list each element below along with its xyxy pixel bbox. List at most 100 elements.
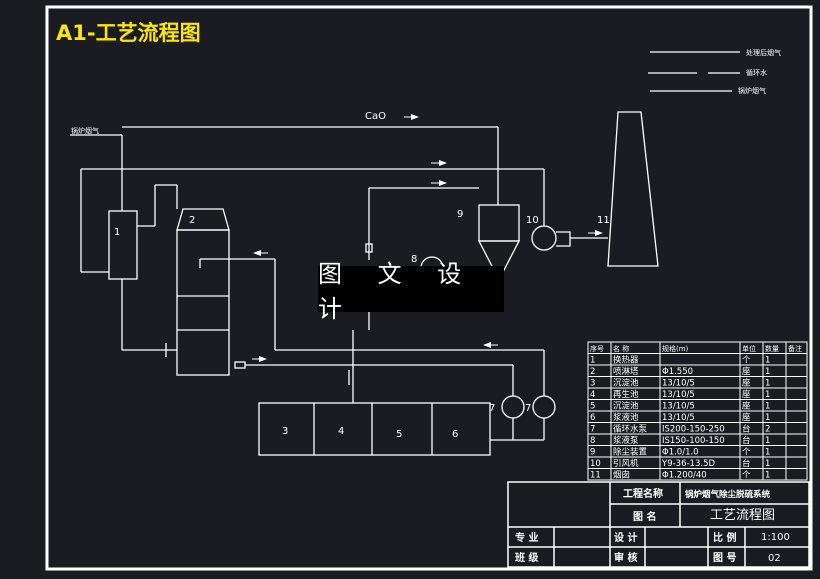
legend-label: 循环水: [746, 68, 767, 77]
table-cell: 烟囱: [613, 470, 630, 481]
legend-label: 处理后烟气: [746, 48, 781, 57]
table-cell: Φ1.0/1.0: [662, 448, 699, 458]
induced-fan: [531, 225, 557, 251]
table-cell: 1: [765, 448, 770, 458]
equipment-number: 7: [489, 403, 495, 414]
drawing-title: A1-工艺流程图: [56, 21, 201, 45]
number-value: 02: [768, 553, 781, 564]
table-cell: 1: [765, 402, 770, 412]
equipment-number: 9: [457, 209, 463, 220]
flow-arrows: [252, 114, 603, 362]
table-cell: 1: [590, 356, 595, 366]
table-cell: 浆液池: [613, 412, 639, 423]
table-cell: Y9-36-13.5D: [661, 459, 715, 469]
table-header-cell: 单位: [742, 344, 756, 353]
table-cell: 1: [765, 471, 770, 481]
scale-value: 1:100: [761, 532, 790, 543]
table-cell: 换热器: [613, 355, 639, 366]
equipment-number: 3: [282, 426, 288, 437]
table-cell: 台: [742, 424, 751, 435]
table-cell: 座: [742, 389, 751, 400]
table-header-cell: 备注: [788, 344, 802, 353]
legend-label: 锅炉烟气: [738, 86, 766, 95]
spray-tower: [176, 208, 230, 231]
table-cell: 1: [765, 390, 770, 400]
chimney: [607, 111, 659, 267]
major-label: 专 业: [515, 531, 538, 544]
table-cell: 座: [742, 401, 751, 412]
watermark-banner: 图 文 设 计: [318, 260, 504, 323]
table-cell: 个: [742, 356, 751, 366]
equipment-number: 2: [189, 215, 195, 226]
table-header-cell: 序号: [590, 344, 604, 353]
table-cell: 8: [590, 436, 595, 446]
equipment-number: 10: [526, 215, 539, 226]
legend-lines: [648, 51, 740, 92]
equipment-number: 7: [525, 403, 531, 414]
table-cell: IS150-100-150: [662, 436, 725, 446]
class-label: 班 级: [515, 551, 539, 564]
number-label: 图 号: [713, 552, 736, 564]
table-cell: 沉淀池: [613, 378, 639, 389]
table-cell: 13/10/5: [662, 402, 695, 412]
table-cell: 11: [590, 471, 601, 481]
drawing-name: 工艺流程图: [710, 508, 775, 523]
design-label: 设 计: [614, 531, 637, 544]
heat-exchanger: [108, 210, 138, 280]
table-header-cell: 规格(m): [662, 344, 689, 353]
flow-label-cao: CaO: [365, 111, 386, 122]
table-cell: 座: [742, 378, 751, 389]
table-cell: Φ1.200/40: [662, 471, 707, 481]
project-name: 锅炉烟气除尘脱硫系统: [684, 489, 771, 500]
table-cell: 座: [742, 412, 751, 423]
table-cell: IS200-150-250: [662, 425, 725, 435]
flow-label-inlet: 锅炉烟气: [71, 126, 99, 135]
title-block-grid: [507, 481, 810, 568]
table-cell: 1: [765, 356, 770, 366]
scale-label: 比 例: [713, 531, 736, 544]
table-cell: 引风机: [613, 458, 639, 469]
table-cell: 1: [765, 413, 770, 423]
table-cell: 浆液泵: [613, 435, 639, 446]
table-cell: 喷淋塔: [613, 366, 639, 377]
table-cell: 除尘装置: [613, 447, 648, 458]
equipment-number: 6: [452, 429, 458, 440]
table-cell: 3: [590, 379, 595, 389]
circulation-pump-b: [532, 395, 556, 419]
table-cell: 台: [742, 458, 751, 469]
table-cell: 个: [742, 448, 751, 458]
equipment-number: 11: [597, 215, 610, 226]
table-cell: 2: [590, 367, 595, 377]
table-cell: 13/10/5: [662, 413, 695, 423]
table-cell: 2: [765, 425, 770, 435]
table-cell: 再生池: [613, 389, 639, 400]
spray-tower-body: [176, 229, 230, 376]
table-header-cell: 数量: [765, 344, 779, 353]
table-cell: 台: [742, 435, 751, 446]
table-cell: 循环水泵: [613, 424, 648, 435]
table-cell: 1: [765, 367, 770, 377]
table-cell: 沉淀池: [613, 401, 639, 412]
table-cell: 个: [742, 471, 751, 481]
table-cell: 5: [590, 402, 595, 412]
table-cell: Φ1.550: [662, 367, 693, 377]
flue-gas-lines: [70, 134, 608, 351]
circulation-pump-a: [501, 395, 525, 419]
equipment-number: 1: [114, 227, 120, 238]
table-cell: 13/10/5: [662, 379, 695, 389]
tank-row: [258, 402, 491, 456]
table-cell: 7: [590, 425, 595, 435]
review-label: 审 核: [614, 551, 637, 564]
table-cell: 座: [742, 366, 751, 377]
equipment-number: 4: [338, 426, 344, 437]
table-cell: 13/10/5: [662, 390, 695, 400]
equipment-number: 5: [396, 429, 402, 440]
table-cell: 1: [765, 436, 770, 446]
table-cell: 6: [590, 413, 595, 423]
table-cell: 4: [590, 390, 595, 400]
equipment-number: 8: [411, 254, 417, 265]
drawing-border: [45, 5, 813, 571]
project-label: 工程名称: [623, 487, 663, 500]
